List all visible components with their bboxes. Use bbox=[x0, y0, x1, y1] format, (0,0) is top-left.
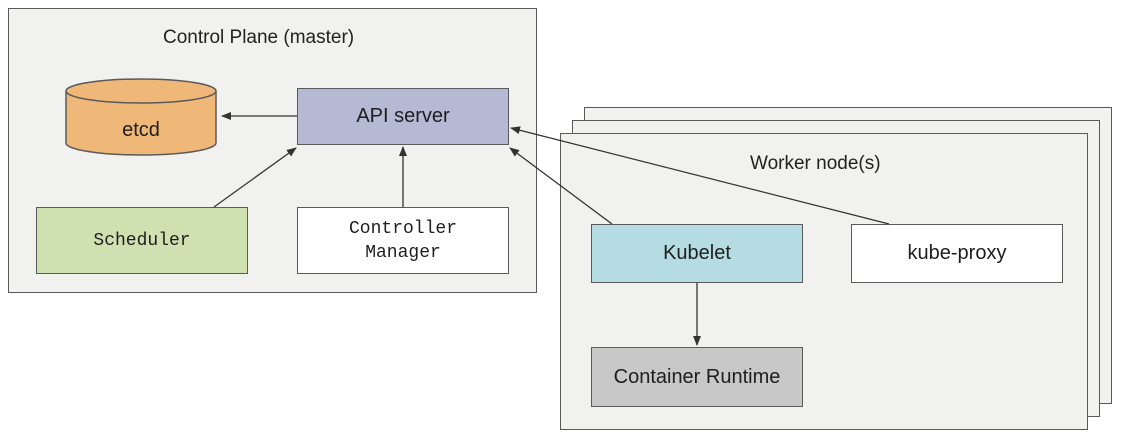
arrow-scheduler-to-api-server bbox=[213, 147, 297, 208]
controller-manager-box: Controller Manager bbox=[297, 207, 509, 274]
etcd-cylinder bbox=[65, 78, 217, 156]
kube-proxy-box: kube-proxy bbox=[851, 224, 1063, 283]
worker-node-title: Worker node(s) bbox=[750, 153, 881, 174]
control-plane-title: Control Plane (master) bbox=[163, 27, 355, 48]
scheduler-label: Scheduler bbox=[93, 230, 191, 251]
container-runtime-label: Container Runtime bbox=[613, 365, 781, 388]
kubelet-label: Kubelet bbox=[663, 242, 731, 264]
controller-manager-label-line2: Manager bbox=[365, 242, 441, 263]
api-server-box: API server bbox=[297, 88, 509, 145]
arrow-kube-proxy-to-api-server bbox=[510, 126, 890, 225]
etcd-label: etcd bbox=[122, 119, 160, 141]
kubelet-box: Kubelet bbox=[591, 224, 803, 283]
arrow-kubelet-to-api-server bbox=[509, 147, 613, 225]
scheduler-box: Scheduler bbox=[36, 207, 248, 274]
kube-proxy-label: kube-proxy bbox=[907, 242, 1007, 264]
container-runtime-box: Container Runtime bbox=[591, 347, 803, 407]
api-server-label: API server bbox=[356, 105, 450, 127]
controller-manager-label-line1: Controller bbox=[348, 218, 458, 239]
